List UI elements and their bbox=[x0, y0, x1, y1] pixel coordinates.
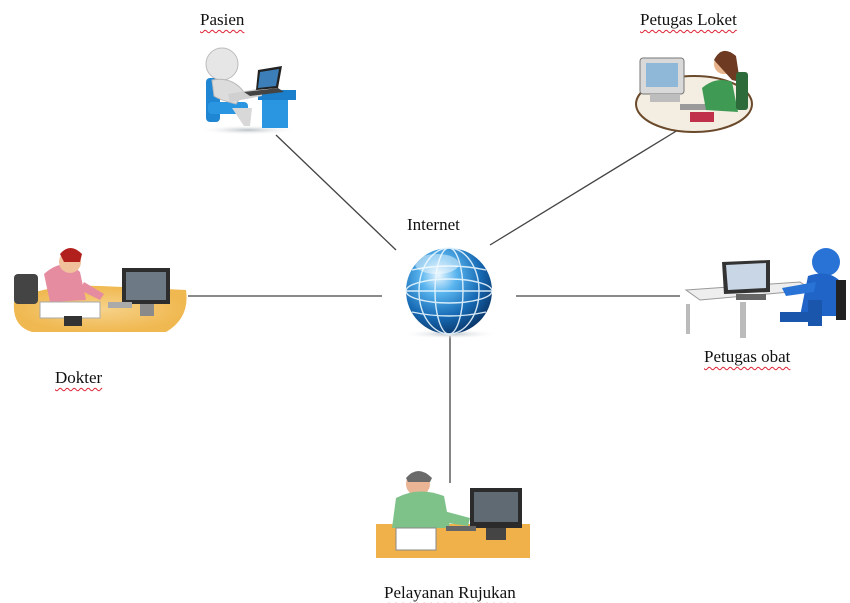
label-petugas-obat: Petugas obat bbox=[704, 347, 791, 366]
connection-line-pasien bbox=[275, 134, 397, 251]
label-pasien: Pasien bbox=[200, 10, 245, 29]
label-petugas-loket: Petugas Loket bbox=[640, 10, 737, 29]
referral-officer-icon bbox=[376, 471, 530, 558]
globe-icon bbox=[402, 247, 498, 339]
label-dokter: Dokter bbox=[55, 368, 103, 387]
pharmacy-officer-icon bbox=[684, 248, 846, 338]
doctor-desk-icon bbox=[13, 248, 187, 332]
clerk-desk-icon bbox=[635, 50, 753, 133]
label-pelayanan-rujukan: Pelayanan Rujukan bbox=[384, 583, 516, 602]
label-internet: Internet bbox=[407, 215, 460, 234]
connection-line-petugas-loket bbox=[489, 129, 679, 246]
connection-lines bbox=[188, 129, 680, 483]
user-laptop-icon bbox=[198, 47, 298, 135]
